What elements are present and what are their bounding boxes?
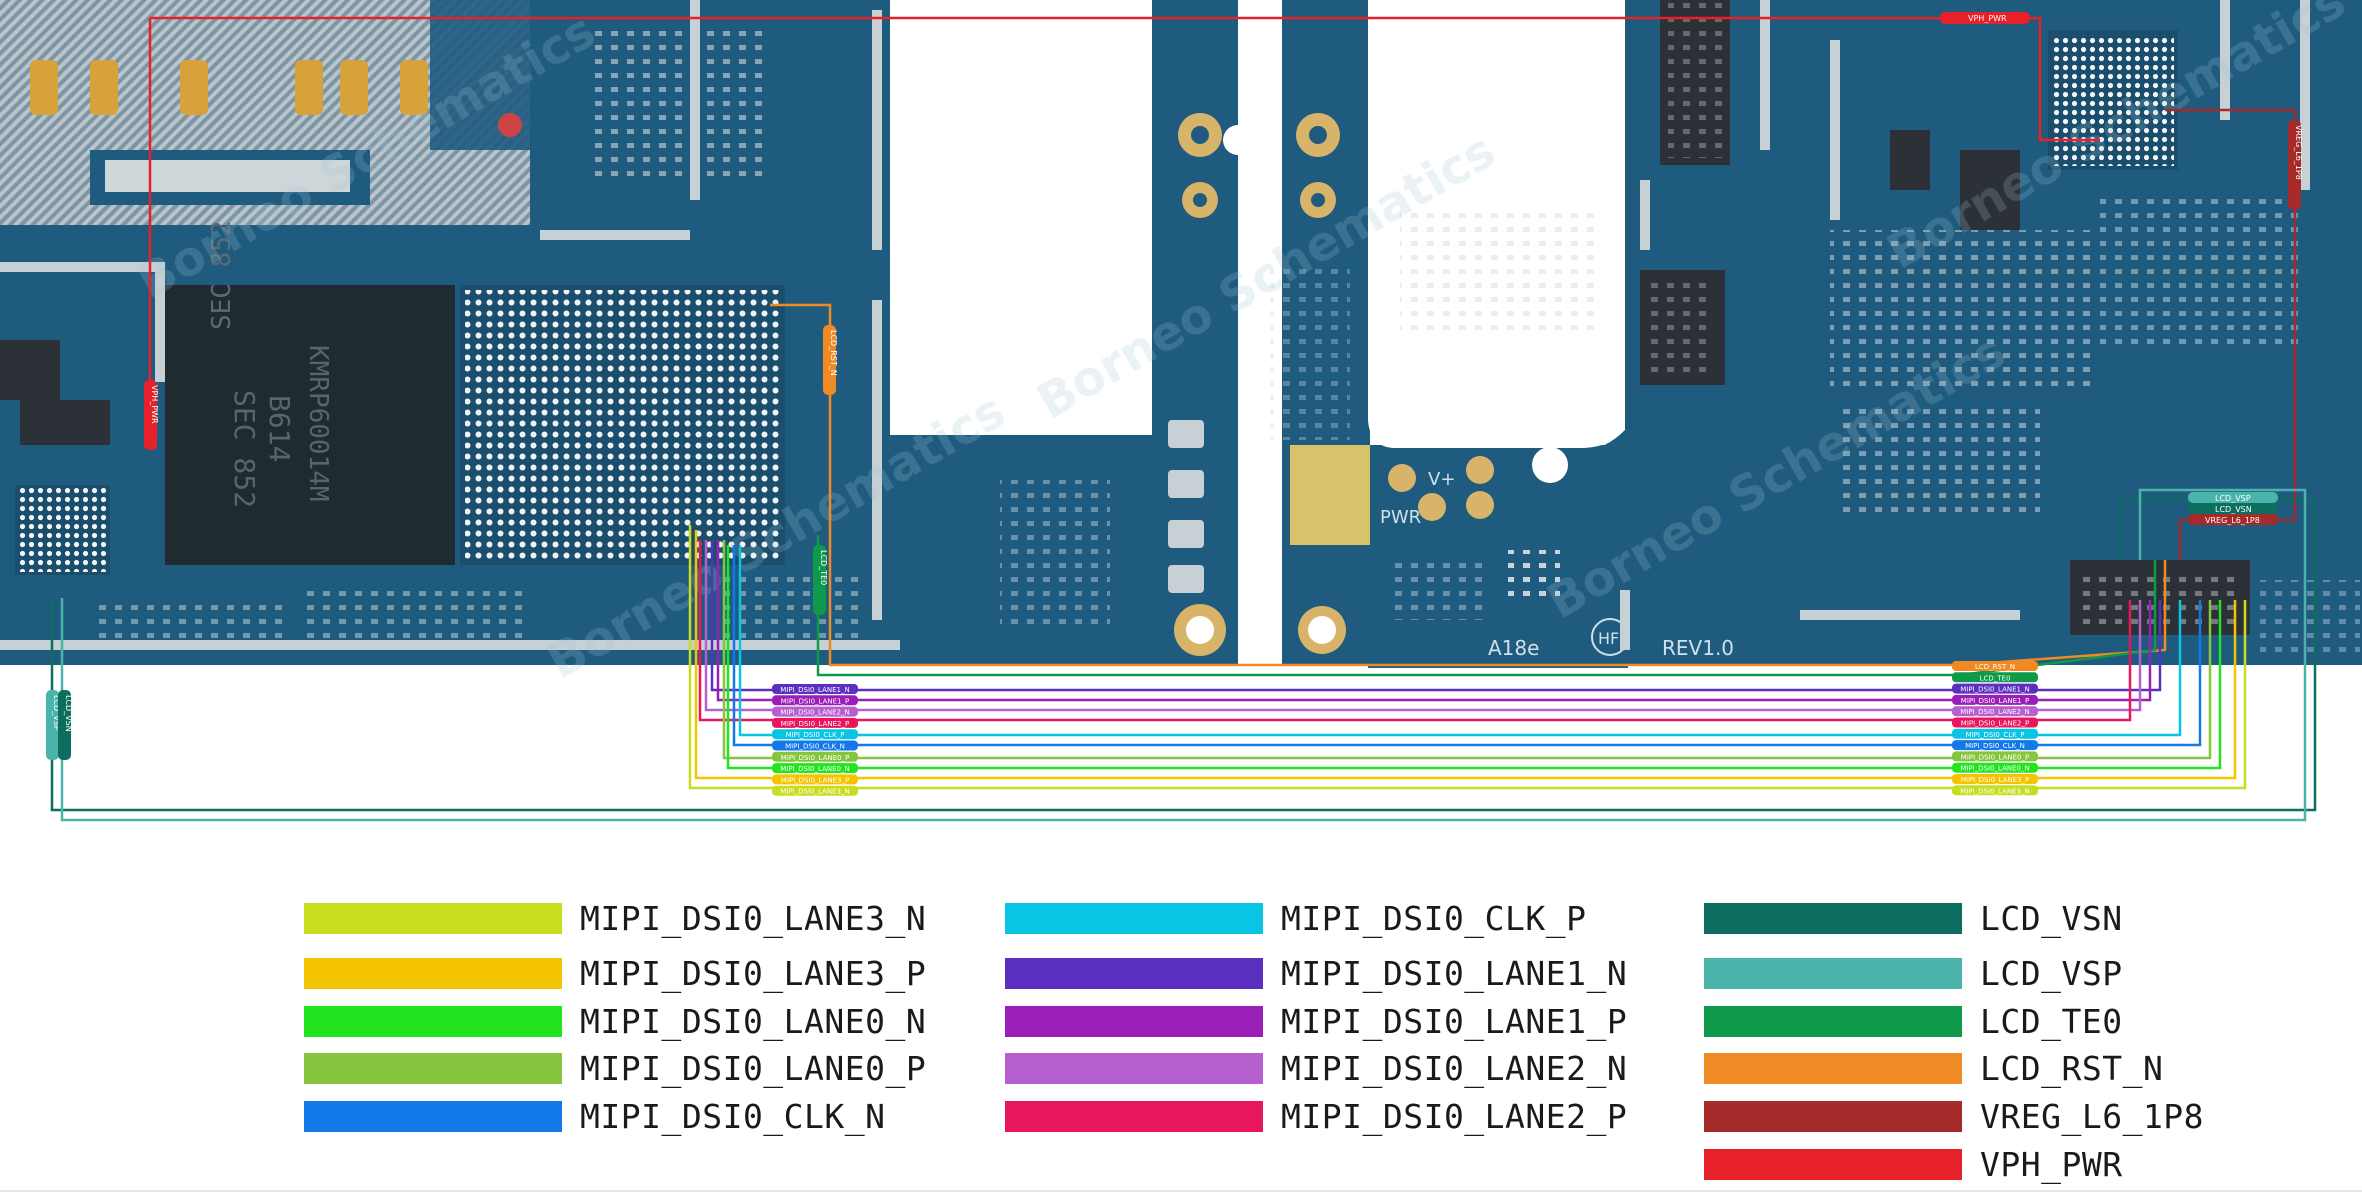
signal-tag-label: MIPI_DSI0_LANE2_P bbox=[781, 720, 849, 728]
tag-vph-top: VPH_PWR bbox=[1968, 14, 2007, 23]
signal-tag-bg bbox=[772, 785, 858, 796]
hf-label: HF bbox=[1598, 629, 1619, 648]
rev-label: REV1.0 bbox=[1662, 636, 1734, 660]
signal-tag-label: MIPI_DSI0_LANE0_P bbox=[1961, 753, 2029, 761]
signal-tag-label: MIPI_DSI0_LANE2_P bbox=[1961, 720, 2029, 728]
signal-tag-label: MIPI_DSI0_LANE0_N bbox=[1960, 765, 2029, 773]
signal-tag-bg bbox=[772, 717, 858, 728]
memory-chip bbox=[165, 285, 455, 565]
pwr-label: PWR bbox=[1380, 507, 1421, 528]
signal-tag-label: LCD_TE0 bbox=[1980, 674, 2011, 682]
signal-tag-label: MIPI_DSI0_LANE3_P bbox=[1961, 776, 2029, 784]
signal-tag-bg bbox=[772, 706, 858, 717]
signal-tag-label: MIPI_DSI0_LANE2_N bbox=[780, 709, 849, 717]
signal-tag-label: MIPI_DSI0_LANE1_P bbox=[781, 697, 849, 705]
signal-tag-label: MIPI_DSI0_LANE0_N bbox=[780, 765, 849, 773]
chip-text-2: B614 bbox=[263, 395, 296, 462]
signal-tag-bg bbox=[1952, 694, 2038, 705]
svg-text:SEC 852: SEC 852 bbox=[207, 220, 237, 330]
signal-tag-label: MIPI_DSI0_CLK_N bbox=[785, 743, 845, 751]
signal-tag-bg bbox=[1952, 672, 2038, 683]
tag-lcd-vsp-vertical: LCD_VSP bbox=[52, 695, 61, 731]
chip-text-3: KMRP60014M bbox=[303, 345, 333, 502]
vplus-label: V+ bbox=[1428, 469, 1455, 490]
signal-tag-bg bbox=[1952, 751, 2038, 762]
signal-tags-left: MIPI_DSI0_LANE1_N MIPI_DSI0_LANE1_P MIPI_D… bbox=[772, 684, 858, 796]
chip-text-1: SEC 852 bbox=[228, 390, 261, 508]
signal-tag-label: MIPI_DSI0_LANE3_P bbox=[781, 776, 849, 784]
tag-lcd-vsn-vertical: LCD_VSN bbox=[64, 695, 73, 732]
signal-tag-label: MIPI_DSI0_LANE1_P bbox=[1961, 697, 2029, 705]
tag-lcd-vsp-right: LCD_VSP bbox=[2215, 494, 2251, 503]
signal-tag-bg bbox=[772, 751, 858, 762]
signal-tag-bg bbox=[772, 695, 858, 706]
signal-tag-label: MIPI_DSI0_LANE1_N bbox=[780, 686, 849, 694]
signal-tag-label: MIPI_DSI0_LANE1_N bbox=[1960, 686, 2029, 694]
signal-tag-bg bbox=[772, 763, 858, 774]
signal-tag-bg bbox=[1952, 683, 2038, 694]
tag-lcd-vsn-right: LCD_VSN bbox=[2215, 505, 2252, 514]
tag-vreg-right: VREG_L6_1P8 bbox=[2205, 516, 2260, 525]
model-label: A18e bbox=[1488, 636, 1539, 660]
signal-tag-label: MIPI_DSI0_LANE2_N bbox=[1960, 708, 2029, 716]
signal-tag-bg bbox=[772, 729, 858, 740]
signal-tag-bg bbox=[1952, 728, 2038, 739]
tag-vreg-vertical: VREG_L6_1P8 bbox=[2294, 125, 2303, 180]
signal-tag-label: MIPI_DSI0_LANE3_N bbox=[1960, 787, 2029, 795]
qr-code bbox=[1508, 550, 1560, 605]
tag-vph-vertical: VPH_PWR bbox=[150, 385, 159, 424]
signal-tag-bg bbox=[772, 684, 858, 694]
tag-lcd-rst-vertical: LCD_RST_N bbox=[829, 330, 838, 376]
signal-tag-label: MIPI_DSI0_LANE0_P bbox=[781, 754, 849, 762]
signal-tag-label: MIPI_DSI0_CLK_N bbox=[1965, 742, 2025, 750]
pwr-pad bbox=[1290, 445, 1370, 545]
signal-tag-label: LCD_RST_N bbox=[1975, 663, 2015, 671]
signal-tag-bg bbox=[772, 774, 858, 785]
signal-tag-bg bbox=[1952, 717, 2038, 728]
signal-tag-bg bbox=[1952, 740, 2038, 751]
divider bbox=[0, 1190, 2362, 1192]
signal-tag-label: MIPI_DSI0_CLK_P bbox=[786, 731, 845, 739]
signal-tag-label: MIPI_DSI0_LANE3_N bbox=[780, 788, 849, 796]
flex-strip-left bbox=[1152, 0, 1238, 665]
signal-tag-bg bbox=[1952, 762, 2038, 773]
signal-tag-bg bbox=[1952, 774, 2038, 784]
signal-tag-label: MIPI_DSI0_CLK_P bbox=[1966, 731, 2025, 739]
signal-tag-bg bbox=[1952, 706, 2038, 717]
signal-tag-bg bbox=[772, 740, 858, 751]
tag-lcd-te0-vertical: LCD_TE0 bbox=[819, 550, 828, 585]
signal-tag-bg bbox=[1952, 661, 2038, 671]
signal-tag-bg bbox=[1952, 785, 2038, 796]
